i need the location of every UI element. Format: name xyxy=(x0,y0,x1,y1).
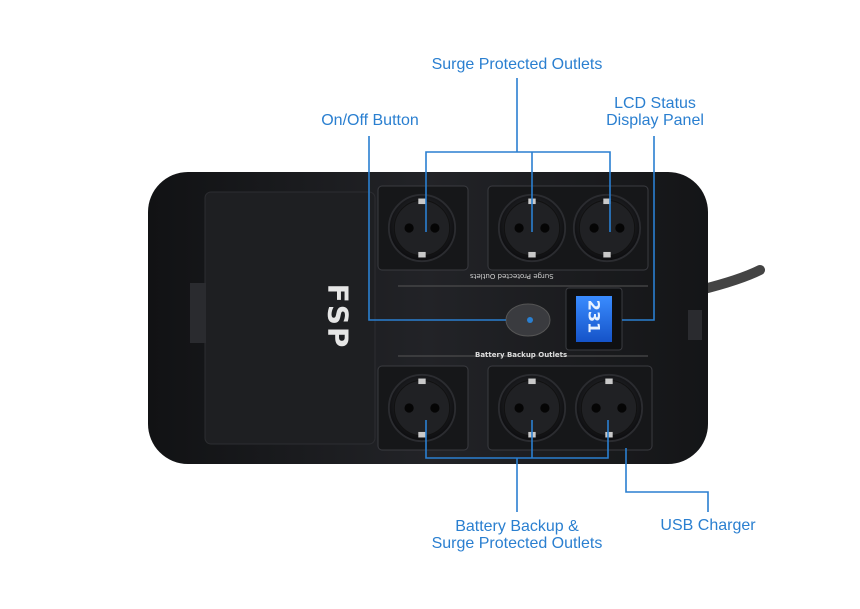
callout-lines xyxy=(368,78,709,512)
battery-outlets-bottom xyxy=(377,365,653,451)
outlet-socket xyxy=(574,373,644,443)
brand-logo: FSP xyxy=(321,283,355,350)
lcd-reading: 231 xyxy=(584,299,604,334)
top-row-label: Surge Protected Outlets xyxy=(470,272,554,280)
bottom-row-label: Battery Backup Outlets xyxy=(475,351,568,359)
label-lcd-line1: LCD Status xyxy=(614,95,696,112)
surge-outlets-top xyxy=(377,185,649,271)
on-off-button[interactable] xyxy=(505,303,551,337)
label-lcd-line2: Display Panel xyxy=(606,112,704,129)
label-usb-charger: USB Charger xyxy=(660,517,756,534)
label-battery-line2: Surge Protected Outlets xyxy=(431,535,603,552)
label-battery-backup-outlets: Battery Backup & Surge Protected Outlets xyxy=(404,518,630,552)
outlet-socket xyxy=(387,193,457,263)
label-on-off-button: On/Off Button xyxy=(321,112,419,129)
label-lcd-status: LCD Status Display Panel xyxy=(590,95,720,129)
outlet-socket xyxy=(572,193,642,263)
outlet-socket xyxy=(387,373,457,443)
label-surge-protected-outlets: Surge Protected Outlets xyxy=(431,56,603,73)
label-battery-line1: Battery Backup & xyxy=(455,518,579,535)
lcd-display xyxy=(565,287,623,351)
power-cord xyxy=(695,265,765,295)
